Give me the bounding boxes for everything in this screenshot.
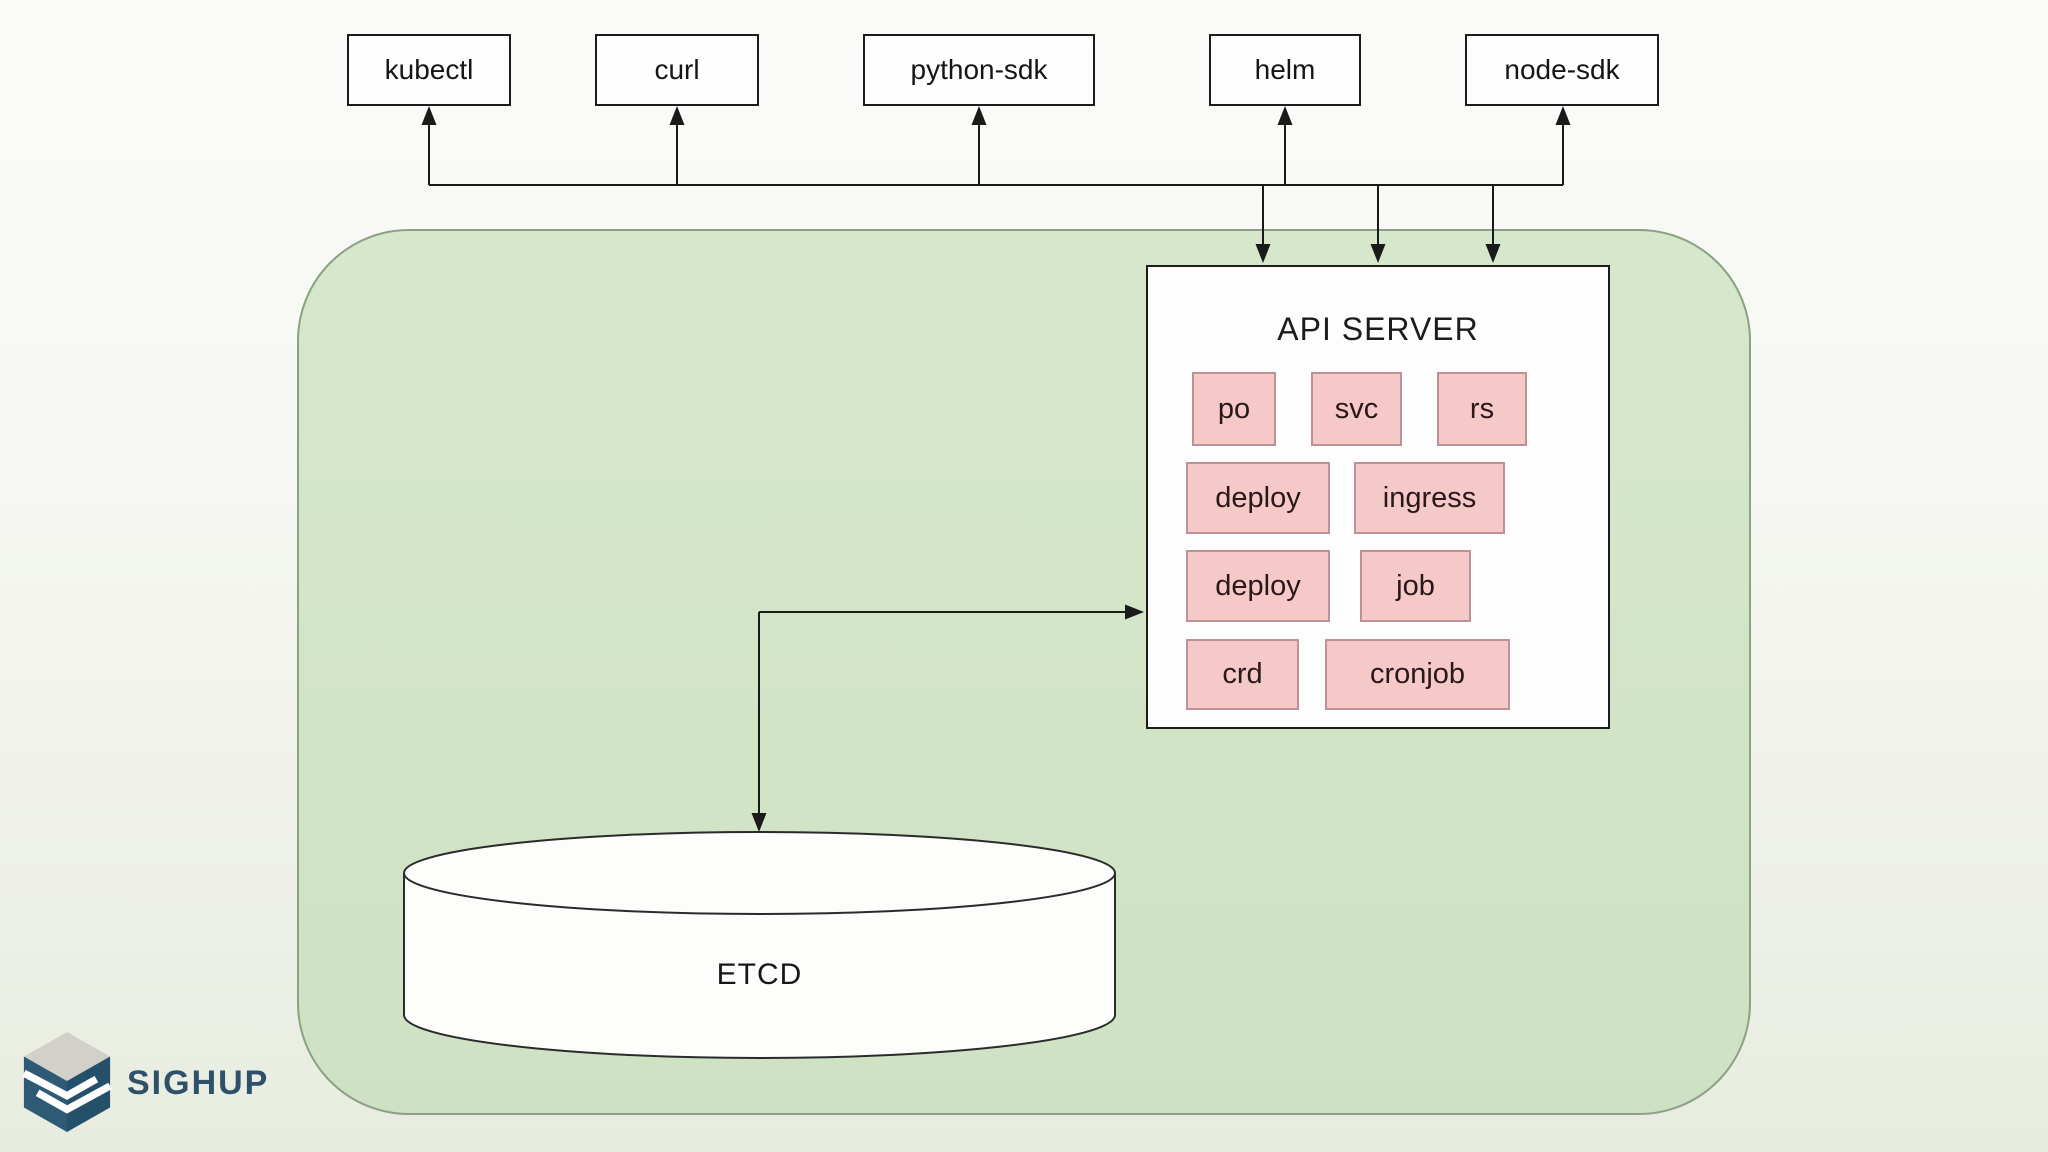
api-server-box: API SERVER po svc rs deploy ingress depl… (1146, 265, 1610, 729)
client-box-curl: curl (595, 34, 759, 106)
resource-label: rs (1469, 392, 1495, 425)
resource-box-deploy-1: deploy (1186, 462, 1330, 534)
sighup-logo-text: SIGHUP (127, 1064, 270, 1102)
resource-box-po: po (1192, 372, 1276, 446)
sighup-logo-icon (22, 1032, 112, 1132)
client-box-kubectl: kubectl (347, 34, 511, 106)
resource-box-cronjob: cronjob (1325, 639, 1510, 710)
resource-label: deploy (1215, 569, 1301, 602)
resource-label: ingress (1382, 481, 1477, 514)
resource-box-rs: rs (1437, 372, 1527, 446)
client-label: helm (1254, 54, 1316, 85)
client-label: curl (654, 54, 700, 85)
resource-box-job: job (1360, 550, 1471, 622)
resource-label: svc (1334, 392, 1379, 425)
client-bus (428, 123, 1564, 246)
resource-box-deploy-2: deploy (1186, 550, 1330, 622)
api-server-title: API SERVER (1277, 311, 1479, 347)
resource-box-ingress: ingress (1354, 462, 1505, 534)
client-label: node-sdk (1504, 54, 1620, 85)
client-box-python-sdk: python-sdk (863, 34, 1095, 106)
resource-label: cronjob (1369, 658, 1466, 690)
etcd-label: ETCD (716, 958, 803, 991)
resource-label: po (1217, 392, 1251, 425)
resource-label: job (1396, 569, 1435, 602)
client-label: python-sdk (910, 54, 1048, 85)
client-label: kubectl (384, 54, 474, 85)
client-box-node-sdk: node-sdk (1465, 34, 1659, 106)
resource-box-crd: crd (1186, 639, 1299, 710)
resource-label: crd (1222, 658, 1263, 690)
resource-label: deploy (1215, 481, 1301, 514)
client-box-helm: helm (1209, 34, 1361, 106)
resource-box-svc: svc (1311, 372, 1402, 446)
